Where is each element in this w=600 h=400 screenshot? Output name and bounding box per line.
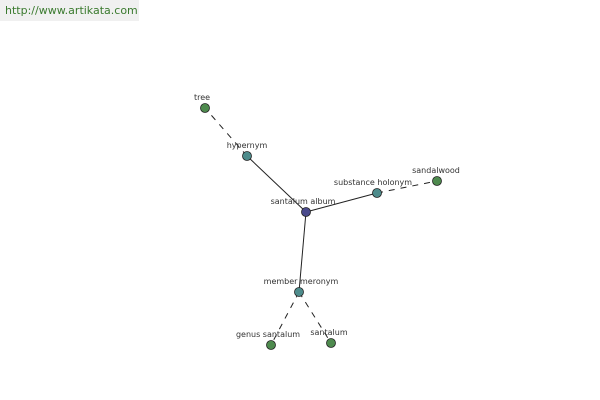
- node-label-santalum[interactable]: santalum: [310, 328, 347, 337]
- node-tree[interactable]: [200, 103, 210, 113]
- node-label-tree[interactable]: tree: [194, 93, 210, 102]
- node-genus-santalum[interactable]: [266, 340, 276, 350]
- node-santalum-album[interactable]: [301, 207, 311, 217]
- edge-santalum-album-to-hypernym: [246, 155, 307, 213]
- node-label-member-meronym[interactable]: member meronym: [264, 277, 339, 286]
- edge-hypernym-to-tree: [204, 107, 248, 157]
- node-label-genus-santalum[interactable]: genus santalum: [236, 330, 300, 339]
- node-substance-holonym[interactable]: [372, 188, 382, 198]
- node-label-substance-holonym[interactable]: substance holonym: [334, 178, 412, 187]
- node-hypernym[interactable]: [242, 151, 252, 161]
- edge-santalum-album-to-substance-holonym: [305, 192, 378, 213]
- node-santalum[interactable]: [326, 338, 336, 348]
- edge-substance-holonym-to-sandalwood: [376, 180, 438, 194]
- node-label-sandalwood[interactable]: sandalwood: [412, 166, 460, 175]
- edge-member-meronym-to-santalum: [298, 291, 332, 344]
- node-member-meronym[interactable]: [294, 287, 304, 297]
- edge-santalum-album-to-member-meronym: [298, 211, 307, 293]
- node-label-santalum-album[interactable]: santalum album: [271, 197, 336, 206]
- nodes-layer: [200, 103, 442, 350]
- node-label-hypernym[interactable]: hypernym: [227, 141, 268, 150]
- site-url-link[interactable]: http://www.artikata.com: [5, 4, 138, 17]
- site-header-bar: http://www.artikata.com: [0, 0, 139, 21]
- edge-member-meronym-to-genus-santalum: [270, 291, 300, 346]
- node-sandalwood[interactable]: [432, 176, 442, 186]
- edges-layer: [204, 107, 438, 346]
- labels-layer: santalum album hypernym substance holonym m…: [194, 93, 460, 339]
